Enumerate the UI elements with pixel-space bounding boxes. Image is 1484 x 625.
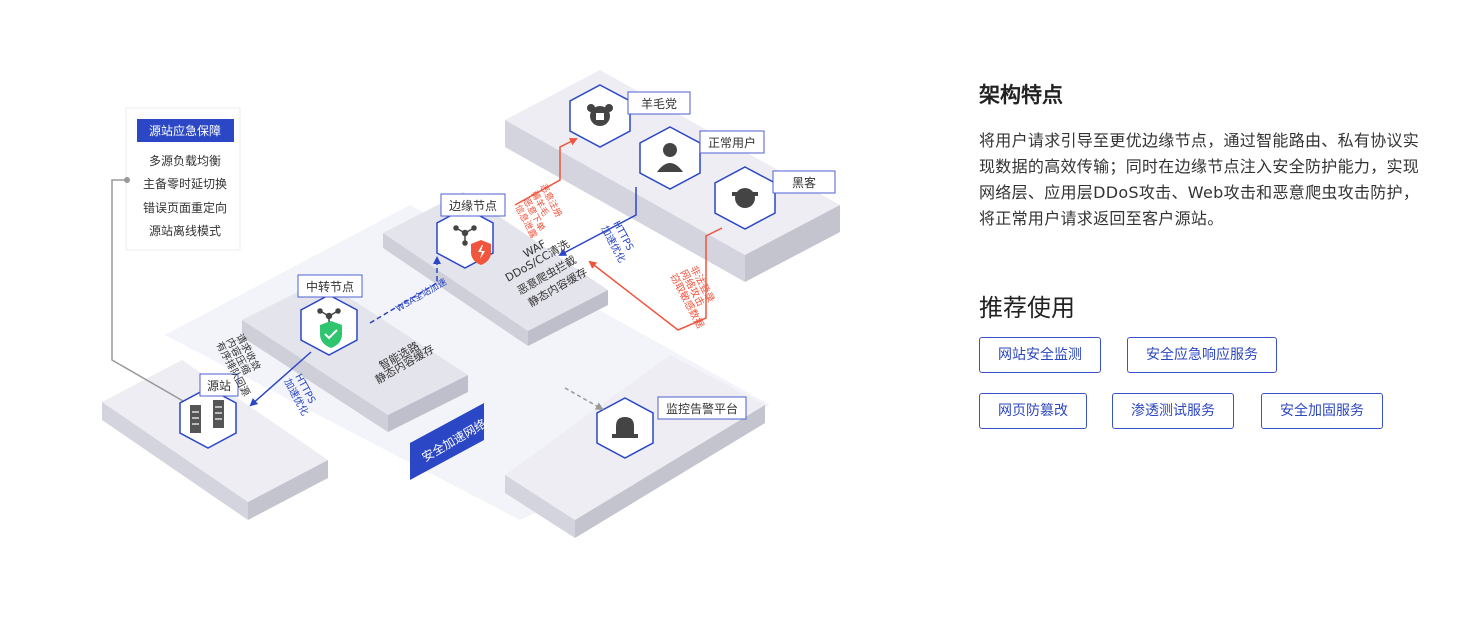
architecture-diagram: 源站应急保障 多源负载均衡 主备零时延切换 错误页面重定向 源站离线模式 羊毛党… [102,70,840,538]
relay-slab [242,280,468,432]
architecture-panel: 架构特点 将用户请求引导至更优边缘节点，通过智能路由、私有协议实现数据的高效传输… [979,80,1449,232]
wool-party-label: 羊毛党 [641,96,677,111]
wool-party-icon [587,104,613,126]
edge-node-label: 边缘节点 [449,199,497,213]
recommend-title: 推荐使用 [979,294,1075,322]
green-shield-icon [320,321,342,348]
user-icon [657,143,683,172]
user-https-arrow [558,187,637,256]
source-emergency-item: 源站离线模式 [149,223,221,238]
hacker-label: 黑客 [792,175,816,190]
architecture-description: 将用户请求引导至更优边缘节点，通过智能路由、私有协议实现数据的高效传输；同时在边… [979,131,1420,228]
source-emergency-title-bg [137,119,234,142]
wsa-link-arrow [369,256,441,324]
tag-penetration-testing[interactable]: 渗透测试服务 [1112,393,1234,429]
relay-node [300,294,358,356]
red-shield-icon [471,240,491,265]
relay-origin-arrow [249,351,312,407]
source-emergency-item: 多源负载均衡 [149,154,221,168]
source-emergency-item: 错误页面重定向 [143,200,227,215]
monitor-node [596,397,654,459]
hacker-icon [732,188,758,208]
source-emergency-item: 主备零时延切换 [143,177,227,191]
relay-node-label: 中转节点 [306,279,354,294]
origin-server [179,387,237,449]
normal-user-node [639,126,701,190]
wool-attack-arrow [514,138,578,206]
server-icon [190,400,224,433]
tag-web-tamper-protection[interactable]: 网页防篡改 [979,393,1087,429]
emergency-connector [111,179,191,406]
normal-user-label: 正常用户 [708,135,756,150]
network-hub-icon [453,225,477,246]
hacker-attack-arrow [588,227,723,331]
source-emergency-box: 源站应急保障 多源负载均衡 主备零时延切换 错误页面重定向 源站离线模式 [125,107,241,251]
source-emergency-title: 源站应急保障 [149,123,221,138]
wool-party-node [569,84,631,148]
origin-label: 源站 [207,379,231,393]
monitor-link [564,387,604,410]
tag-emergency-response-service[interactable]: 安全应急响应服务 [1127,337,1277,373]
alarm-icon [612,417,638,438]
monitor-label: 监控告警平台 [666,401,738,416]
tag-security-hardening[interactable]: 安全加固服务 [1261,393,1383,429]
hacker-attack-text: 非法登录 网络攻击 窃取敏感数据 [667,263,717,330]
user-https-text: HTTPS 加速优化 [598,219,635,264]
architecture-title: 架构特点 [979,83,1063,107]
edge-node [436,207,494,269]
tag-website-security-monitoring[interactable]: 网站安全监测 [979,337,1101,373]
